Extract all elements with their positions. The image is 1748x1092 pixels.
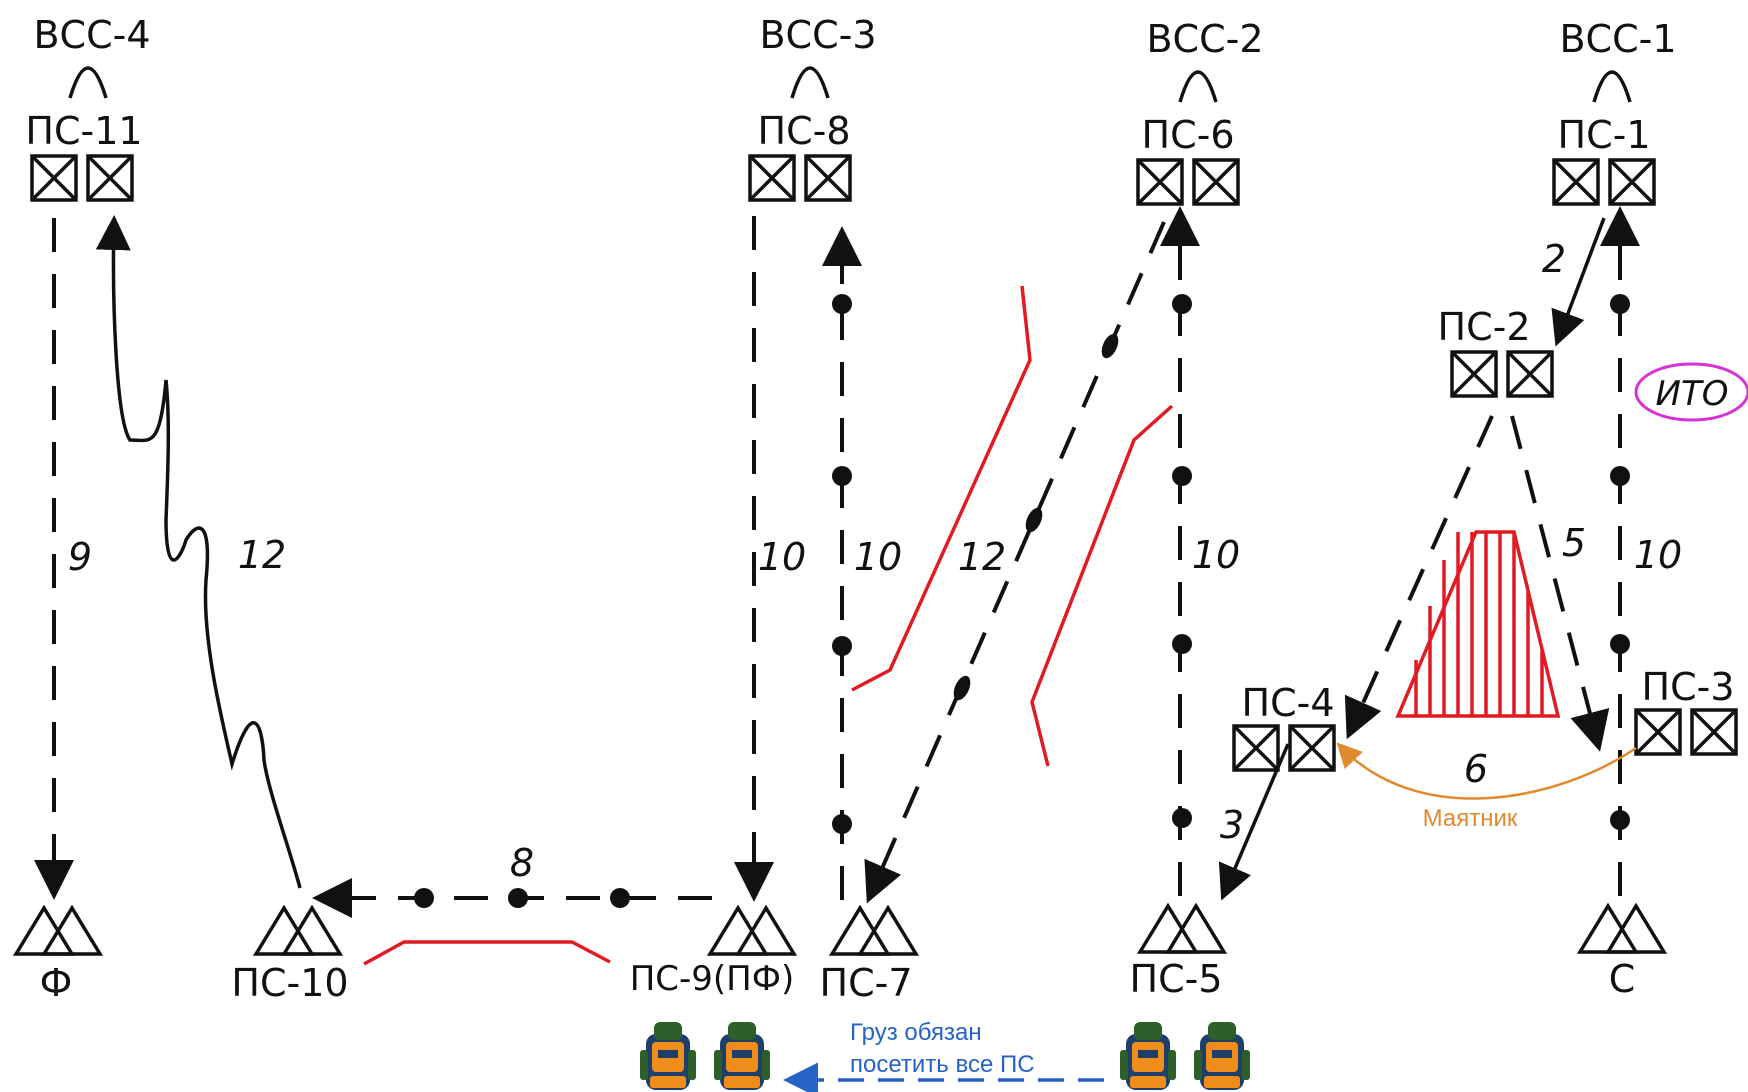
distance-label: 3 [1220,803,1244,847]
waypoint-marker [610,888,630,908]
tent-icon [254,906,342,956]
label-vss1: ВСС-1 [1559,17,1676,61]
pendulum-label: Маятник [1423,805,1518,832]
backpack-icon [640,1022,696,1090]
tent-icon [1578,904,1666,954]
backpack-icon [1194,1022,1250,1090]
tent-icon [708,906,796,956]
label-ps11: ПС-11 [25,109,142,153]
markers-s-ps1 [1610,294,1630,830]
waypoint-marker [832,294,852,314]
station-box-icon [1552,158,1656,206]
station-box-icon [1634,708,1738,756]
distance-label: 10 [1192,533,1240,577]
obstacle-line [1030,404,1174,767]
obstacle-line [851,285,1032,692]
label-vss2: ВСС-2 [1146,17,1263,61]
route-ps2-ps3 [1510,415,1610,752]
distance-label: 9 [68,535,92,579]
route-ps4-ps5 [1218,743,1290,901]
distance-label: 5 [1562,521,1586,565]
label-s: С [1609,957,1636,1001]
distance-label: 12 [958,535,1006,579]
label-ps7: ПС-7 [820,961,913,1005]
distance-label: 12 [238,533,286,577]
distance-label: 6 [1464,747,1488,791]
waypoint-marker [1172,808,1192,828]
distance-label: 10 [1634,533,1682,577]
tent-icon [830,906,918,956]
label-ps4: ПС-4 [1242,681,1335,725]
route-ps1-ps2 [1551,217,1606,347]
waypoint-marker [1101,333,1119,359]
label-vss3: ВСС-3 [759,13,876,57]
label-vss4: ВСС-4 [33,13,150,57]
markers-ps7-ps8 [832,294,852,834]
distance-label: 10 [854,535,902,579]
ito-label: ИТО [1656,374,1729,414]
waypoint-marker [1610,294,1630,314]
waypoint-marker [1610,466,1630,486]
route-ps10-ps11 [95,215,302,889]
waypoint-marker [1610,634,1630,654]
station-box-icon [1136,158,1240,206]
waypoint-marker [832,636,852,656]
route-ps6-ps7 [864,221,1166,904]
obstacle-line [363,940,611,966]
waypoint-marker [508,888,528,908]
distance-label: 10 [758,535,806,579]
waypoint-marker [832,466,852,486]
route-pendulum [1336,742,1637,800]
label-f: Ф [40,961,73,1005]
connector-arch-icon [1178,70,1218,104]
tent-icon [14,906,102,956]
backpack-icon [714,1022,770,1090]
waypoint-marker [1172,294,1192,314]
cargo-note-line2: посетить все ПС [850,1051,1035,1078]
connector-arch-icon [790,66,830,100]
distance-label: 8 [510,841,534,885]
label-ps6: ПС-6 [1142,113,1235,157]
waypoint-marker [1025,507,1043,533]
waypoint-marker [414,888,434,908]
station-box-icon [1232,724,1336,772]
waypoint-marker [1610,810,1630,830]
waypoint-marker [832,814,852,834]
label-ps2: ПС-2 [1438,305,1531,349]
obstacle-zone [1395,530,1561,718]
tent-icon [1138,904,1226,954]
label-ps5: ПС-5 [1130,957,1223,1001]
label-ps1: ПС-1 [1558,113,1651,157]
station-box-icon [1450,350,1554,398]
label-ps9: ПС-9(ПФ) [630,959,795,999]
waypoint-marker [1172,634,1192,654]
connector-arch-icon [68,66,108,100]
connector-arch-icon [1592,70,1632,104]
label-ps3: ПС-3 [1642,665,1735,709]
waypoint-marker [1172,466,1192,486]
label-ps8: ПС-8 [758,109,851,153]
ito-badge [1634,362,1748,422]
station-box-icon [748,154,852,202]
distance-label: 2 [1542,237,1566,281]
markers-ps5-ps6 [1172,294,1192,828]
route-ps2-ps4 [1344,415,1494,740]
cargo-note-line1: Груз обязан [850,1019,982,1046]
label-ps10: ПС-10 [231,961,348,1005]
backpack-icon [1120,1022,1176,1090]
station-box-icon [30,154,134,202]
waypoint-marker [953,675,971,701]
